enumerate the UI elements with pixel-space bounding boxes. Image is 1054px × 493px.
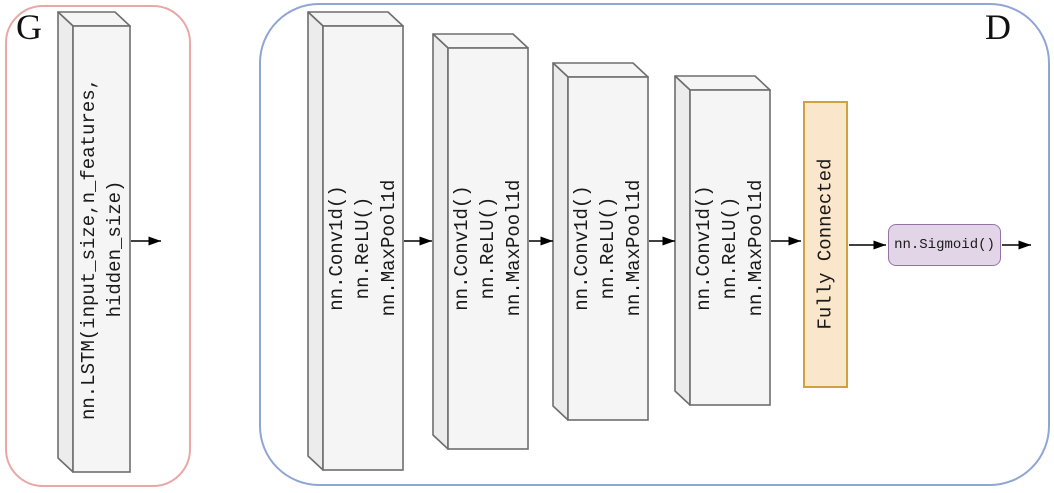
conv-block-2-label: nn.Conv1d() nn.ReLU() nn.MaxPool1d — [451, 179, 525, 317]
discriminator-group-box — [259, 3, 1050, 486]
conv-block-1-label: nn.Conv1d() nn.ReLU() nn.MaxPool1d — [326, 179, 400, 317]
sigmoid-block-label: nn.Sigmoid() — [894, 237, 995, 253]
lstm-block-label: nn.LSTM(input_size,n_features, hidden_si… — [78, 77, 126, 421]
fully-connected-label: Fully Connected — [814, 158, 837, 330]
sigmoid-block: nn.Sigmoid() — [888, 224, 1001, 266]
generator-group-label: G — [16, 7, 42, 47]
generator-group-box — [5, 5, 191, 487]
fully-connected-block — [803, 101, 848, 388]
discriminator-group-label: D — [985, 7, 1011, 47]
conv-block-3-label: nn.Conv1d() nn.ReLU() nn.MaxPool1d — [571, 179, 645, 317]
conv-block-4-label: nn.Conv1d() nn.ReLU() nn.MaxPool1d — [693, 179, 767, 317]
